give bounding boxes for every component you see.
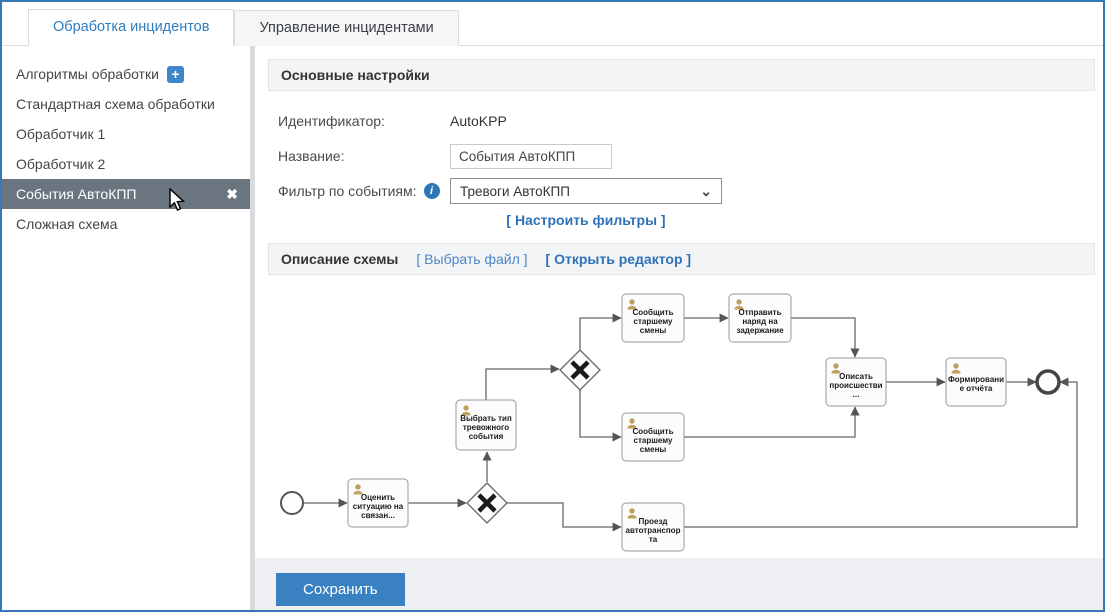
identifier-value: AutoKPP xyxy=(450,113,507,129)
bpmn-gateway-1 xyxy=(466,482,508,524)
footer-bar: Сохранить xyxy=(255,558,1103,610)
schema-description-title: Описание схемы xyxy=(281,251,399,267)
event-filter-selected-value: Тревоги АвтоКПП xyxy=(460,183,570,199)
bpmn-start-event xyxy=(280,491,304,515)
chevron-down-icon: ⌄ xyxy=(700,183,712,199)
tab-bar: Обработка инцидентов Управление инцидент… xyxy=(2,2,1103,46)
sidebar-divider xyxy=(250,46,255,610)
bpmn-end-event xyxy=(1035,369,1061,395)
sidebar-header-label: Алгоритмы обработки xyxy=(16,66,159,82)
sidebar-item-label: Обработчик 2 xyxy=(16,156,106,172)
identifier-row: Идентификатор: AutoKPP xyxy=(278,107,1103,135)
identifier-label: Идентификатор: xyxy=(278,113,385,129)
event-filter-row: Фильтр по событиям: i Тревоги АвтоКПП ⌄ xyxy=(278,177,1103,205)
sidebar-item-label: События АвтоКПП xyxy=(16,186,137,202)
open-editor-link[interactable]: [ Открыть редактор ] xyxy=(545,251,692,267)
sidebar-item-complex-schema[interactable]: Сложная схема xyxy=(2,209,250,239)
configure-filters-row: [ Настроить фильтры ] xyxy=(450,212,722,230)
name-row: Название: xyxy=(278,142,1103,170)
basic-settings-header: Основные настройки xyxy=(268,59,1095,91)
event-filter-label-text: Фильтр по событиям: xyxy=(278,183,417,199)
sidebar-header: Алгоритмы обработки + xyxy=(2,59,250,89)
tab-incident-management[interactable]: Управление инцидентами xyxy=(234,10,459,46)
sidebar-item-autokpp-events[interactable]: События АвтоКПП ✖ xyxy=(2,179,250,209)
basic-settings-title: Основные настройки xyxy=(281,67,430,83)
event-filter-select[interactable]: Тревоги АвтоКПП ⌄ xyxy=(450,178,722,204)
sidebar-item-handler-1[interactable]: Обработчик 1 xyxy=(2,119,250,149)
sidebar-item-label: Обработчик 1 xyxy=(16,126,106,142)
save-button[interactable]: Сохранить xyxy=(276,573,405,606)
name-label: Название: xyxy=(278,148,345,164)
sidebar-item-standard-schema[interactable]: Стандартная схема обработки xyxy=(2,89,250,119)
add-algorithm-button[interactable]: + xyxy=(166,65,184,83)
bpmn-gateway-2 xyxy=(559,349,601,391)
close-icon[interactable]: ✖ xyxy=(226,185,238,202)
sidebar-item-label: Сложная схема xyxy=(16,216,118,232)
sidebar: Алгоритмы обработки + Стандартная схема … xyxy=(2,46,250,610)
sidebar-item-handler-2[interactable]: Обработчик 2 xyxy=(2,149,250,179)
tab-incident-processing[interactable]: Обработка инцидентов xyxy=(28,9,235,46)
schema-description-header: Описание схемы [ Выбрать файл ] [ Открыт… xyxy=(268,243,1095,275)
event-filter-label: Фильтр по событиям: i xyxy=(278,183,450,199)
main-panel: Основные настройки Идентификатор: AutoKP… xyxy=(255,46,1103,610)
info-icon[interactable]: i xyxy=(423,183,440,199)
sidebar-item-label: Стандартная схема обработки xyxy=(16,96,215,112)
bpmn-edges xyxy=(303,313,1078,532)
configure-filters-link[interactable]: [ Настроить фильтры ] xyxy=(506,212,666,228)
choose-file-link[interactable]: [ Выбрать файл ] xyxy=(416,251,528,267)
settings-form: Идентификатор: AutoKPP Название: Фильтр … xyxy=(255,91,1103,230)
name-input[interactable] xyxy=(450,143,612,169)
